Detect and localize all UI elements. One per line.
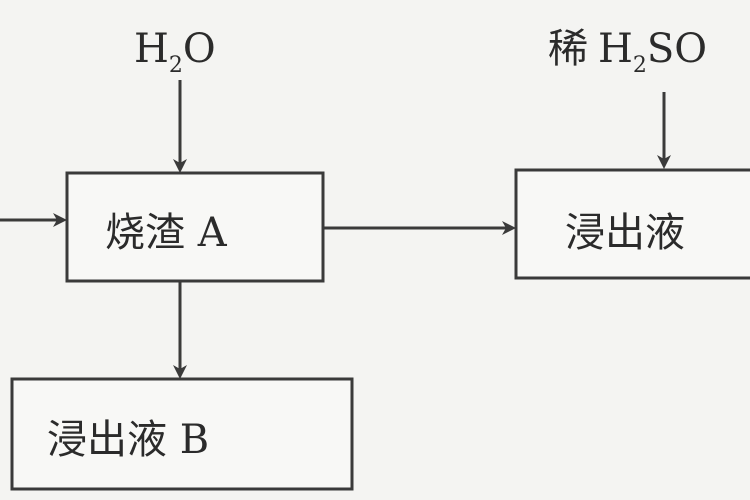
leachate-box [514,168,750,280]
residue-a-box [65,171,325,283]
leachate-b-label: 浸出液 B [47,417,209,463]
residue-a-label: 烧渣 A [105,210,228,256]
water-input-label: H2O [134,26,216,78]
leachate-b-box [10,377,354,491]
leachate-label: 浸出液 [565,210,685,256]
